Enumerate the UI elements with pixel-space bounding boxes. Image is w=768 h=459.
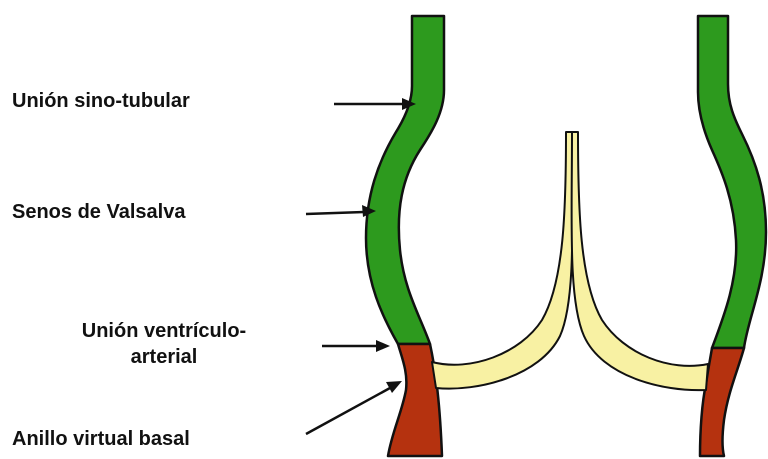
arrow-sino-tubular (334, 98, 416, 110)
arrow-anillo-basal (306, 381, 402, 434)
left-aortic-wall (366, 16, 444, 344)
right-aortic-wall (698, 16, 766, 348)
left-ventricular-muscle (388, 344, 442, 456)
label-senos-de-valsalva: Senos de Valsalva (12, 199, 185, 225)
arrow-senos-valsalva (306, 205, 376, 217)
label-union-sino-tubular: Unión sino-tubular (12, 88, 190, 114)
arrow-ventriculo-arterial (322, 340, 390, 352)
label-union-ventriculo-arterial: Unión ventrículo- arterial (14, 318, 314, 370)
label-ventriculo-line2: arterial (14, 344, 314, 370)
label-ventriculo-line1: Unión ventrículo- (14, 318, 314, 344)
left-valve-leaflet (432, 132, 572, 389)
label-anillo-virtual-basal: Anillo virtual basal (12, 426, 190, 452)
right-valve-leaflet (572, 132, 708, 390)
